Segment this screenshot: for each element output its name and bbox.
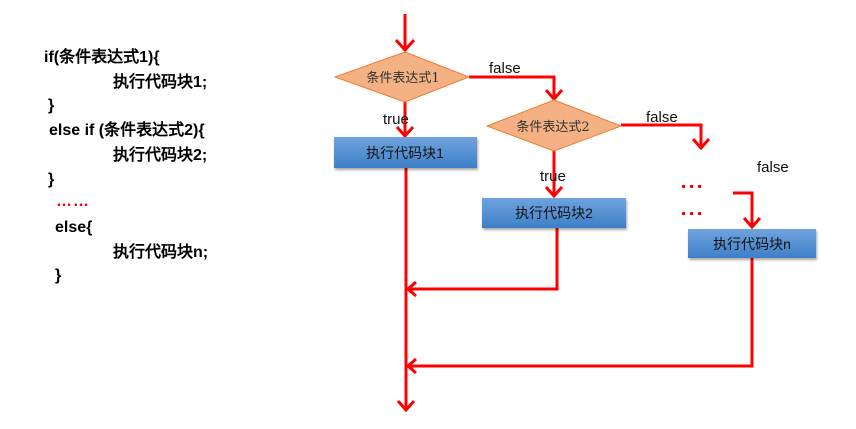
code-line-blockn: 执行代码块n; [113, 244, 209, 261]
blockn-return-arrow [408, 258, 754, 368]
condition-2: 条件表达式2 [485, 99, 623, 152]
edge-label-false-3: false [757, 159, 789, 176]
block-n: 执行代码块n [688, 229, 816, 258]
block-n-shape [688, 229, 816, 258]
code-line-close3: } [55, 267, 62, 284]
cond2-true-arrowhead [544, 186, 564, 199]
code-line-close1: } [48, 97, 55, 114]
dot [682, 212, 685, 215]
cond1-false-arrow [469, 75, 556, 99]
dot [698, 212, 701, 215]
code-line-block1: 执行代码块1; [113, 74, 208, 91]
blockn-return-arrowhead [405, 357, 417, 375]
code-line-else-if: else if (条件表达式2){ [49, 122, 205, 139]
dot [682, 185, 685, 188]
edge-label-false-2: false [646, 109, 678, 126]
condn-false-arrow [733, 191, 754, 227]
block-2-label: 执行代码块2 [515, 205, 593, 221]
dot [698, 185, 701, 188]
entry-arrowhead [394, 38, 416, 53]
code-line-if: if(条件表达式1){ [44, 49, 160, 66]
block-2: 执行代码块2 [482, 198, 626, 228]
condition-1-shape [333, 51, 471, 103]
condn-false-arrowhead [742, 217, 762, 230]
condition-1: 条件表达式1 [333, 51, 471, 103]
block-1: 执行代码块1 [334, 137, 477, 168]
dot [690, 212, 693, 215]
cond1-false-arrowhead [544, 89, 564, 102]
block-1-label: 执行代码块1 [366, 145, 444, 161]
block2-return-arrowhead [405, 280, 417, 298]
code-line-close2: } [48, 171, 55, 188]
block2-return-arrow [408, 228, 559, 291]
condition-2-label: 条件表达式2 [516, 119, 589, 135]
cond2-false-arrowhead [691, 138, 711, 151]
edge-label-true-2: true [540, 168, 566, 185]
code-ellipsis: …… [56, 193, 90, 210]
code-line-else: else{ [55, 219, 93, 236]
condition-1-label: 条件表达式1 [366, 70, 439, 86]
edge-label-false-1: false [489, 60, 521, 77]
block-n-label: 执行代码块n [713, 236, 791, 252]
condition-2-shape [485, 99, 623, 152]
dot [690, 185, 693, 188]
block-2-shape [482, 198, 626, 228]
code-line-block2: 执行代码块2; [113, 147, 208, 164]
block-1-shape [334, 137, 477, 168]
ellipsis-1 [682, 185, 701, 188]
edge-label-true-1: true [383, 111, 409, 128]
exit-arrowhead [396, 400, 416, 413]
ellipsis-2 [682, 212, 701, 215]
cond1-true-arrowhead [395, 126, 415, 139]
cond2-false-arrow [621, 123, 703, 148]
